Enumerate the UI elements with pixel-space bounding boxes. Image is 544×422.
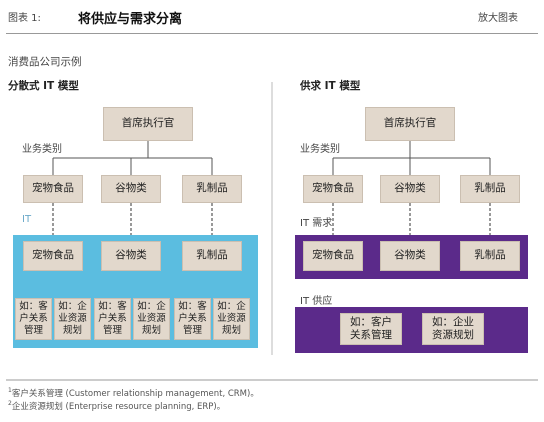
footnote-2: 2企业资源规划 (Enterprise resource planning, E… bbox=[8, 400, 225, 412]
right-it-supply-panel bbox=[295, 307, 528, 353]
right-model-title: 供求 IT 模型 bbox=[300, 80, 361, 92]
subtitle: 消费品公司示例 bbox=[8, 56, 82, 68]
left-model-title: 分散式 IT 模型 bbox=[8, 80, 79, 92]
left-it-label: IT bbox=[22, 214, 32, 225]
right-ceo-box: 首席执行官 bbox=[365, 107, 455, 141]
left-ceo-box: 首席执行官 bbox=[103, 107, 193, 141]
header-divider bbox=[6, 33, 538, 34]
left-crm-box-3: 如：客户关系管理 bbox=[174, 298, 211, 340]
left-it-pet-food: 宠物食品 bbox=[23, 241, 83, 271]
right-it-demand-label: IT 需求 bbox=[300, 218, 333, 229]
right-business-dairy: 乳制品 bbox=[460, 175, 520, 203]
left-business-label: 业务类别 bbox=[22, 144, 62, 155]
footnote-mark-2: 2 bbox=[8, 400, 12, 408]
left-erp-box-1: 如：企业资源规划 bbox=[54, 298, 91, 340]
left-crm-box-1: 如：客户关系管理 bbox=[15, 298, 52, 340]
right-demand-pet-food: 宠物食品 bbox=[303, 241, 363, 271]
right-it-supply-label: IT 供应 bbox=[300, 296, 333, 307]
page-title: 将供应与需求分离 bbox=[78, 12, 183, 27]
right-demand-cereals: 谷物类 bbox=[380, 241, 440, 271]
right-supply-erp: 如：企业资源规划 bbox=[422, 313, 484, 345]
footnote-mark-1: 1 bbox=[8, 387, 12, 395]
left-it-cereals: 谷物类 bbox=[101, 241, 161, 271]
left-business-cereals: 谷物类 bbox=[101, 175, 161, 203]
footnote-2-text: 企业资源规划 (Enterprise resource planning, ER… bbox=[11, 402, 226, 412]
footnote-1-text: 客户关系管理 (Customer relationship management… bbox=[11, 389, 259, 399]
left-business-dairy: 乳制品 bbox=[182, 175, 242, 203]
right-business-label: 业务类别 bbox=[300, 144, 340, 155]
left-it-dairy: 乳制品 bbox=[182, 241, 242, 271]
right-business-cereals: 谷物类 bbox=[380, 175, 440, 203]
right-demand-dairy: 乳制品 bbox=[460, 241, 520, 271]
left-erp-box-3: 如：企业资源规划 bbox=[213, 298, 250, 340]
left-business-pet-food: 宠物食品 bbox=[23, 175, 83, 203]
left-crm-box-2: 如：客户关系管理 bbox=[94, 298, 131, 340]
right-supply-crm: 如：客户关系管理 bbox=[340, 313, 402, 345]
footnote-1: 1客户关系管理 (Customer relationship managemen… bbox=[8, 387, 259, 399]
figure-label: 图表 1: bbox=[8, 13, 41, 24]
zoom-chart-link[interactable]: 放大图表 bbox=[478, 13, 518, 24]
left-erp-box-2: 如：企业资源规划 bbox=[133, 298, 170, 340]
right-business-pet-food: 宠物食品 bbox=[303, 175, 363, 203]
